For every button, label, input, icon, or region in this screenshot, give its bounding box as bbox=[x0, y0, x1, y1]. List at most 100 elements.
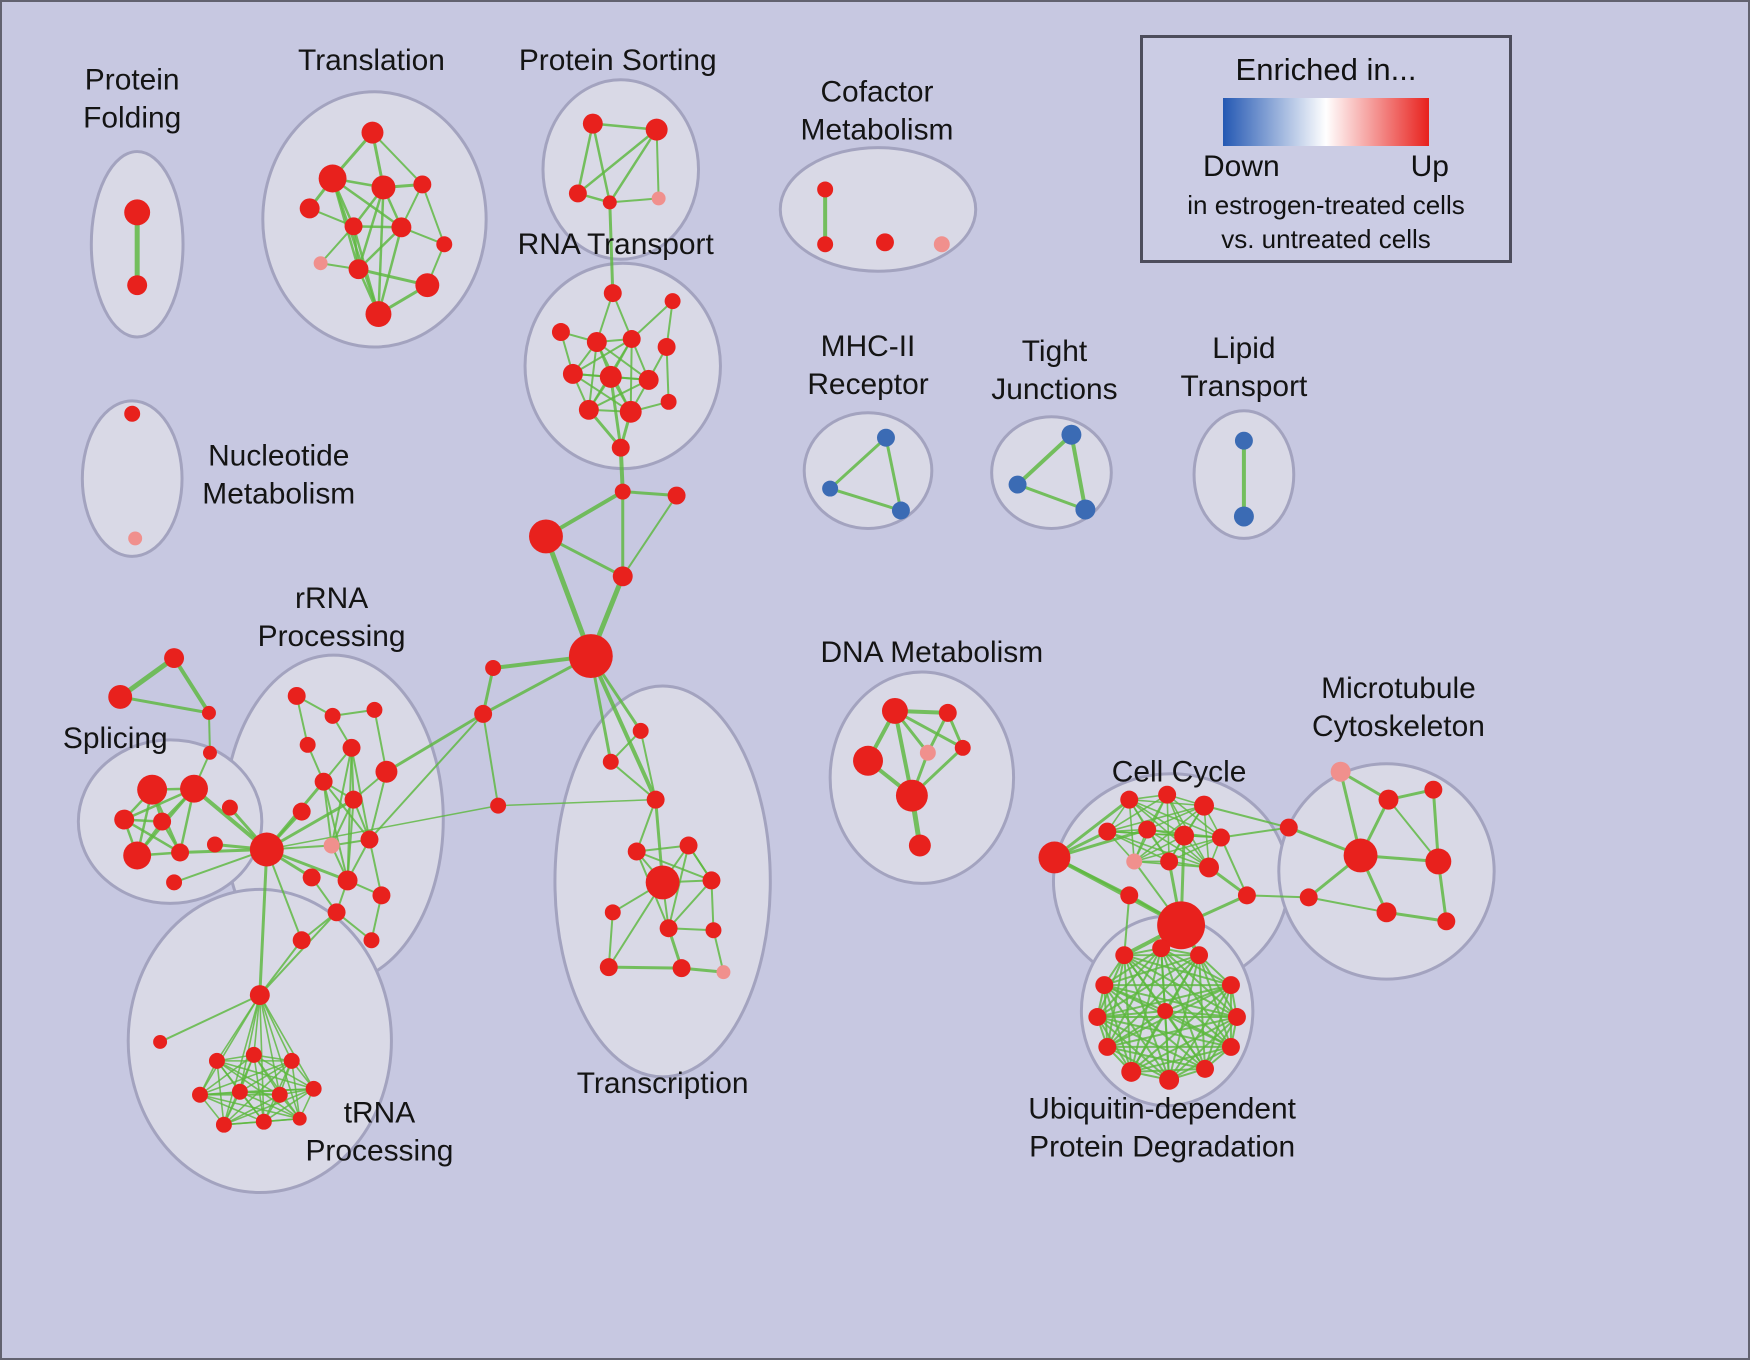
network-node bbox=[1424, 780, 1443, 799]
network-edge bbox=[1130, 1045, 1232, 1073]
network-edge bbox=[607, 965, 684, 970]
legend-subtitle-line2: vs. untreated cells bbox=[1221, 224, 1431, 254]
cluster-ellipse-cofactor-metabolism bbox=[778, 146, 978, 273]
network-node bbox=[318, 164, 347, 193]
network-node bbox=[817, 181, 834, 198]
cluster-ellipse-dna-metabolism bbox=[828, 670, 1016, 885]
network-edge bbox=[621, 494, 678, 578]
network-node bbox=[1138, 820, 1157, 839]
legend-gradient-bar bbox=[1223, 98, 1429, 146]
network-node bbox=[314, 772, 333, 791]
network-node bbox=[568, 634, 613, 679]
cluster-ellipse-trna-processing bbox=[126, 887, 393, 1194]
network-edge bbox=[1130, 1016, 1238, 1073]
network-node bbox=[562, 363, 583, 384]
network-edge bbox=[497, 798, 657, 807]
cluster-label-cell-cycle: Cell Cycle bbox=[1112, 756, 1247, 789]
network-edge bbox=[1096, 1016, 1207, 1070]
network-node bbox=[602, 753, 619, 770]
network-edge bbox=[322, 780, 333, 847]
network-node bbox=[292, 1111, 307, 1126]
network-node bbox=[604, 904, 621, 921]
network-edge bbox=[1069, 432, 1088, 512]
network-edge bbox=[1164, 1010, 1171, 1081]
network-node bbox=[164, 648, 185, 669]
network-edge bbox=[350, 746, 371, 841]
network-edge bbox=[1164, 1010, 1207, 1070]
network-node bbox=[679, 836, 698, 855]
network-edge bbox=[1096, 1016, 1171, 1081]
network-node bbox=[1157, 901, 1206, 950]
network-node bbox=[1425, 848, 1452, 875]
network-edge bbox=[1106, 1045, 1207, 1070]
network-node bbox=[646, 790, 665, 809]
network-node bbox=[202, 745, 217, 760]
network-edge bbox=[1166, 793, 1170, 863]
network-edge bbox=[258, 848, 269, 997]
network-edge bbox=[1106, 954, 1201, 1048]
network-node bbox=[1115, 946, 1134, 965]
network-edge bbox=[377, 186, 385, 316]
network-edge bbox=[1164, 1010, 1238, 1019]
network-edge bbox=[377, 226, 403, 316]
network-edge bbox=[1130, 1010, 1167, 1073]
network-node bbox=[337, 870, 358, 891]
network-node bbox=[1299, 888, 1318, 907]
network-node bbox=[302, 868, 321, 887]
network-edge bbox=[1106, 1045, 1171, 1081]
network-edge bbox=[1106, 804, 1205, 833]
cluster-label-nucleotide-metabolism: Nucleotide bbox=[208, 440, 349, 473]
network-edge bbox=[608, 200, 615, 295]
network-edge bbox=[1106, 830, 1170, 863]
network-node bbox=[817, 236, 834, 253]
network-edge bbox=[1245, 894, 1310, 899]
cluster-label-nucleotide-metabolism: Metabolism bbox=[202, 478, 355, 511]
network-node bbox=[1120, 790, 1139, 809]
network-edge bbox=[259, 994, 293, 1062]
network-node bbox=[1174, 825, 1195, 846]
cluster-label-tight-junctions: Junctions bbox=[991, 373, 1117, 406]
network-node bbox=[619, 400, 642, 423]
network-node bbox=[327, 903, 346, 922]
network-node bbox=[192, 1086, 208, 1103]
network-edge bbox=[655, 128, 660, 200]
network-edge bbox=[1198, 954, 1207, 1070]
network-node bbox=[568, 184, 587, 203]
network-edge bbox=[665, 345, 670, 403]
network-edge bbox=[1096, 947, 1163, 1019]
network-node bbox=[365, 301, 392, 328]
cluster-ellipse-nucleotide-metabolism bbox=[80, 399, 184, 558]
network-node bbox=[1376, 902, 1397, 923]
network-edge bbox=[587, 378, 650, 411]
network-edge bbox=[1133, 836, 1222, 863]
network-edge bbox=[571, 372, 632, 413]
cluster-label-trna-processing: tRNA bbox=[344, 1097, 416, 1130]
network-node bbox=[171, 843, 190, 862]
network-node bbox=[599, 958, 618, 977]
cluster-label-mhc-ii-receptor: MHC-II bbox=[821, 330, 916, 363]
network-edge bbox=[621, 490, 679, 498]
network-edge bbox=[258, 911, 338, 997]
network-node bbox=[375, 760, 398, 783]
network-node bbox=[908, 834, 931, 857]
network-node bbox=[249, 985, 270, 1006]
network-edge bbox=[159, 994, 261, 1043]
network-node bbox=[1160, 852, 1179, 871]
network-node bbox=[366, 701, 383, 718]
network-node bbox=[586, 332, 607, 352]
network-edge bbox=[1123, 894, 1131, 957]
network-node bbox=[895, 779, 928, 812]
cluster-label-cofactor-metabolism: Metabolism bbox=[801, 114, 954, 147]
network-edge bbox=[216, 1060, 315, 1090]
network-node bbox=[415, 273, 440, 298]
legend-subtitle: in estrogen-treated cells vs. untreated … bbox=[1187, 188, 1464, 256]
network-edge bbox=[258, 939, 303, 997]
network-node bbox=[1038, 841, 1071, 874]
network-node bbox=[1190, 946, 1209, 965]
network-node bbox=[919, 744, 936, 761]
network-node bbox=[344, 790, 363, 809]
network-edge bbox=[571, 338, 633, 375]
network-node bbox=[622, 330, 641, 348]
network-node bbox=[371, 175, 396, 200]
cluster-label-microtubule-cytoskeleton: Microtubule bbox=[1321, 672, 1476, 705]
